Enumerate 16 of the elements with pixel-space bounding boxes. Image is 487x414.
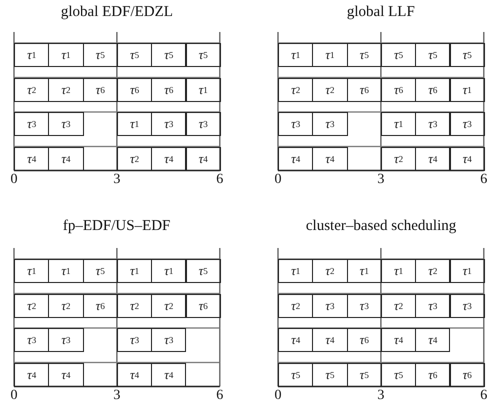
axis-tick-label: 0 bbox=[10, 388, 18, 404]
axis-tick-label: 0 bbox=[274, 388, 282, 404]
axis-tick-label: 6 bbox=[216, 172, 224, 188]
axis-tick-label: 0 bbox=[274, 172, 282, 188]
axis-tick-label: 6 bbox=[480, 172, 487, 188]
axis-tick-label: 3 bbox=[377, 388, 384, 404]
axis-tick-label: 3 bbox=[113, 388, 120, 404]
axis-tick-label: 3 bbox=[377, 172, 384, 188]
panel-title: fp–EDF/US–EDF bbox=[62, 218, 170, 235]
panel-title: cluster–based scheduling bbox=[306, 218, 456, 235]
panel-title: global EDF/EDZL bbox=[60, 4, 173, 21]
panel-title: global LLF bbox=[346, 4, 415, 21]
axis-tick-label: 6 bbox=[216, 388, 224, 404]
axis-tick-label: 3 bbox=[113, 172, 120, 188]
axis-tick-label: 6 bbox=[480, 388, 487, 404]
axis-tick-label: 0 bbox=[10, 172, 18, 188]
